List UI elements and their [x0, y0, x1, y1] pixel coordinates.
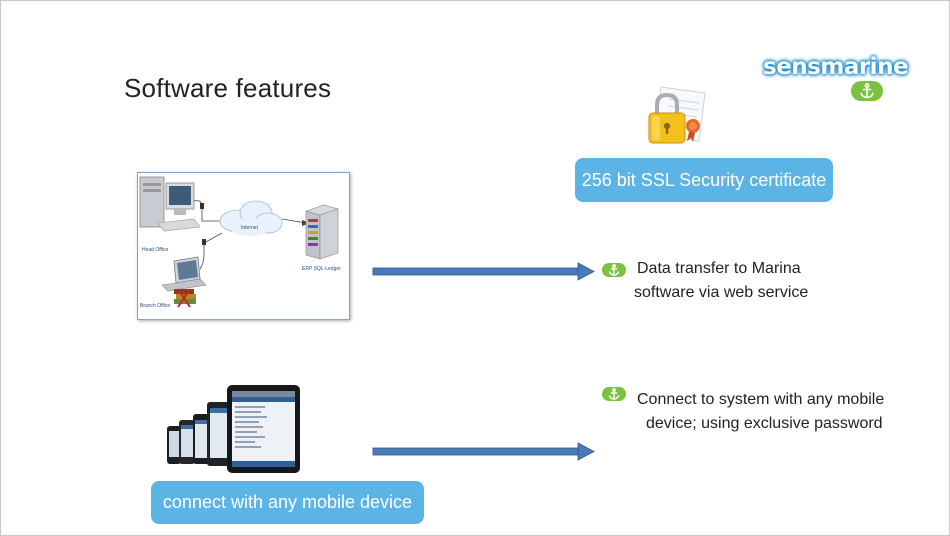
laptop-icon — [161, 256, 207, 308]
anchor-icon — [602, 263, 626, 277]
desktop-computer-icon — [139, 176, 201, 232]
lock-certificate-icon — [643, 79, 715, 151]
branch-office-label: Branch Office — [140, 303, 171, 309]
bullet-line: software via web service — [634, 284, 809, 301]
data-transfer-arrow — [372, 262, 595, 281]
slide-title: Software features — [124, 73, 332, 103]
ssl-certificate-badge: 256 bit SSL Security certificate — [575, 158, 833, 202]
sensmarine-logo: sensmarine — [763, 54, 909, 104]
bullet-line: Data transfer to Marina — [637, 260, 801, 277]
internet-cloud-icon — [219, 200, 283, 236]
bullet-data-transfer: Data transfer to Marina software via web… — [634, 257, 864, 305]
bullet-mobile-connect: Connect to system with any mobile device… — [637, 388, 937, 436]
mobile-devices-image — [165, 384, 301, 474]
logo-text: sensmarine — [763, 54, 909, 80]
internet-label: Internet — [241, 225, 258, 231]
network-diagram: Head Office Branch Office Internet ERP S… — [137, 172, 350, 320]
anchor-icon — [851, 81, 883, 101]
bullet-line: device; using exclusive password — [646, 415, 883, 432]
mobile-device-badge: connect with any mobile device — [151, 481, 424, 524]
head-office-label: Head Office — [142, 247, 169, 253]
mobile-connect-arrow — [372, 442, 595, 461]
bullet-line: Connect to system with any mobile — [637, 391, 885, 408]
server-icon — [304, 204, 340, 260]
server-label: ERP SQL-Ledger — [302, 266, 341, 272]
anchor-icon — [602, 387, 626, 401]
